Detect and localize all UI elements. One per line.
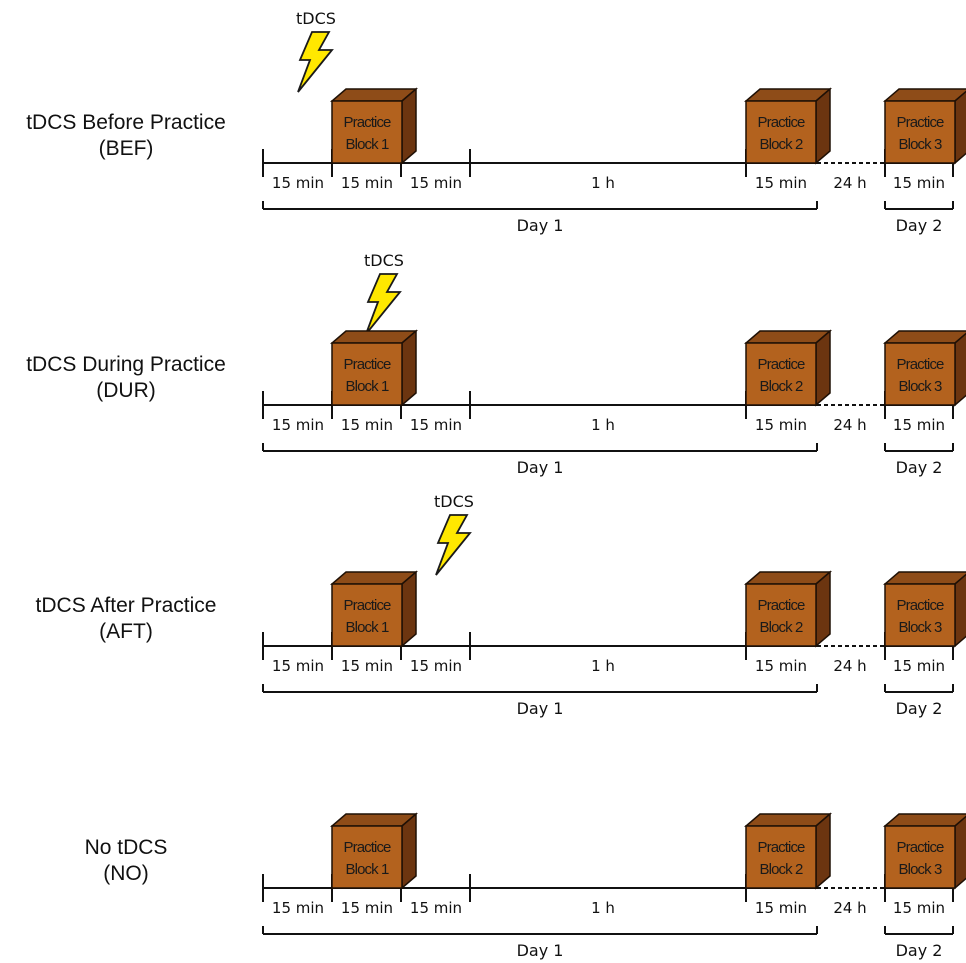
condition-abbr: (NO) (103, 862, 149, 885)
day-label: Day 2 (896, 941, 943, 960)
block-label: Block 2 (760, 136, 803, 153)
condition-abbr: (AFT) (99, 620, 153, 643)
practice-block-3: Practice Block 3 (884, 813, 966, 889)
block-word: Practice (758, 597, 806, 614)
segment-label: 15 min (410, 416, 462, 434)
timeline (262, 149, 954, 210)
block-label: Block 2 (760, 378, 803, 395)
practice-block-2: Practice Block 2 (745, 88, 831, 164)
practice-block-1: Practice Block 1 (331, 571, 417, 647)
condition-name: tDCS After Practice (36, 594, 217, 617)
day-label: Day 1 (517, 216, 564, 235)
block-word: Practice (344, 597, 392, 614)
block-label: Block 3 (899, 861, 942, 878)
block-word: Practice (758, 356, 806, 373)
practice-block-2: Practice Block 2 (745, 571, 831, 647)
block-label: Block 3 (899, 619, 942, 636)
condition-name: No tDCS (85, 836, 168, 859)
practice-block-3: Practice Block 3 (884, 88, 966, 164)
block-word: Practice (897, 839, 945, 856)
segment-label: 15 min (893, 174, 945, 192)
segment-label: 15 min (755, 174, 807, 192)
block-label: Block 1 (346, 136, 389, 153)
practice-block-3: Practice Block 3 (884, 571, 966, 647)
condition-row-bef: tDCS Before Practice (BEF) tDCS Practice (26, 9, 966, 235)
tdcs-label: tDCS (296, 9, 336, 28)
block-label: Block 1 (346, 619, 389, 636)
segment-label: 15 min (410, 657, 462, 675)
segment-label: 15 min (341, 657, 393, 675)
block-word: Practice (897, 114, 945, 131)
day-label: Day 2 (896, 458, 943, 477)
block-label: Block 2 (760, 619, 803, 636)
condition-abbr: (DUR) (96, 379, 155, 402)
segment-label: 15 min (755, 899, 807, 917)
condition-row-aft: tDCS After Practice (AFT) tDCS Practice (36, 492, 966, 718)
segment-label: 15 min (893, 416, 945, 434)
day-label: Day 2 (896, 216, 943, 235)
block-label: Block 1 (346, 378, 389, 395)
segment-label: 15 min (755, 416, 807, 434)
block-word: Practice (897, 597, 945, 614)
block-label: Block 3 (899, 378, 942, 395)
day-label: Day 1 (517, 699, 564, 718)
condition-row-no: No tDCS (NO) Practice Block 1 (85, 813, 966, 960)
block-word: Practice (758, 114, 806, 131)
tdcs-label: tDCS (434, 492, 474, 511)
block-word: Practice (344, 839, 392, 856)
lightning-bolt-icon (365, 273, 401, 335)
condition-abbr: (BEF) (99, 137, 154, 160)
segment-label: 15 min (272, 416, 324, 434)
block-word: Practice (344, 114, 392, 131)
block-word: Practice (344, 356, 392, 373)
segment-label: 1 h (591, 657, 615, 675)
segment-label: 1 h (591, 899, 615, 917)
segment-label: 15 min (272, 174, 324, 192)
day-label: Day 1 (517, 941, 564, 960)
day-label: Day 2 (896, 699, 943, 718)
block-word: Practice (758, 839, 806, 856)
segment-label: 1 h (591, 174, 615, 192)
gap-label: 24 h (833, 416, 866, 434)
segment-label: 15 min (341, 899, 393, 917)
segment-label: 15 min (341, 174, 393, 192)
lightning-bolt-icon (297, 31, 333, 93)
practice-block-1: Practice Block 1 (331, 813, 417, 889)
condition-row-dur: tDCS During Practice (DUR) tDCS Practice (26, 251, 966, 477)
block-word: Practice (897, 356, 945, 373)
condition-name: tDCS Before Practice (26, 111, 226, 134)
condition-name: tDCS During Practice (26, 353, 226, 376)
gap-label: 24 h (833, 174, 866, 192)
segment-label: 15 min (893, 899, 945, 917)
segment-label: 15 min (410, 899, 462, 917)
segment-label: 15 min (893, 657, 945, 675)
day-label: Day 1 (517, 458, 564, 477)
practice-block-2: Practice Block 2 (745, 330, 831, 406)
block-label: Block 1 (346, 861, 389, 878)
gap-label: 24 h (833, 657, 866, 675)
block-label: Block 3 (899, 136, 942, 153)
practice-block-1: Practice Block 1 (331, 330, 417, 406)
segment-label: 15 min (272, 899, 324, 917)
practice-block-2: Practice Block 2 (745, 813, 831, 889)
lightning-bolt-icon (435, 514, 471, 576)
segment-label: 1 h (591, 416, 615, 434)
block-label: Block 2 (760, 861, 803, 878)
segment-label: 15 min (341, 416, 393, 434)
gap-label: 24 h (833, 899, 866, 917)
tdcs-label: tDCS (364, 251, 404, 270)
segment-label: 15 min (410, 174, 462, 192)
segment-label: 15 min (755, 657, 807, 675)
practice-block-1: Practice Block 1 (331, 88, 417, 164)
segment-label: 15 min (272, 657, 324, 675)
practice-block-3: Practice Block 3 (884, 330, 966, 406)
